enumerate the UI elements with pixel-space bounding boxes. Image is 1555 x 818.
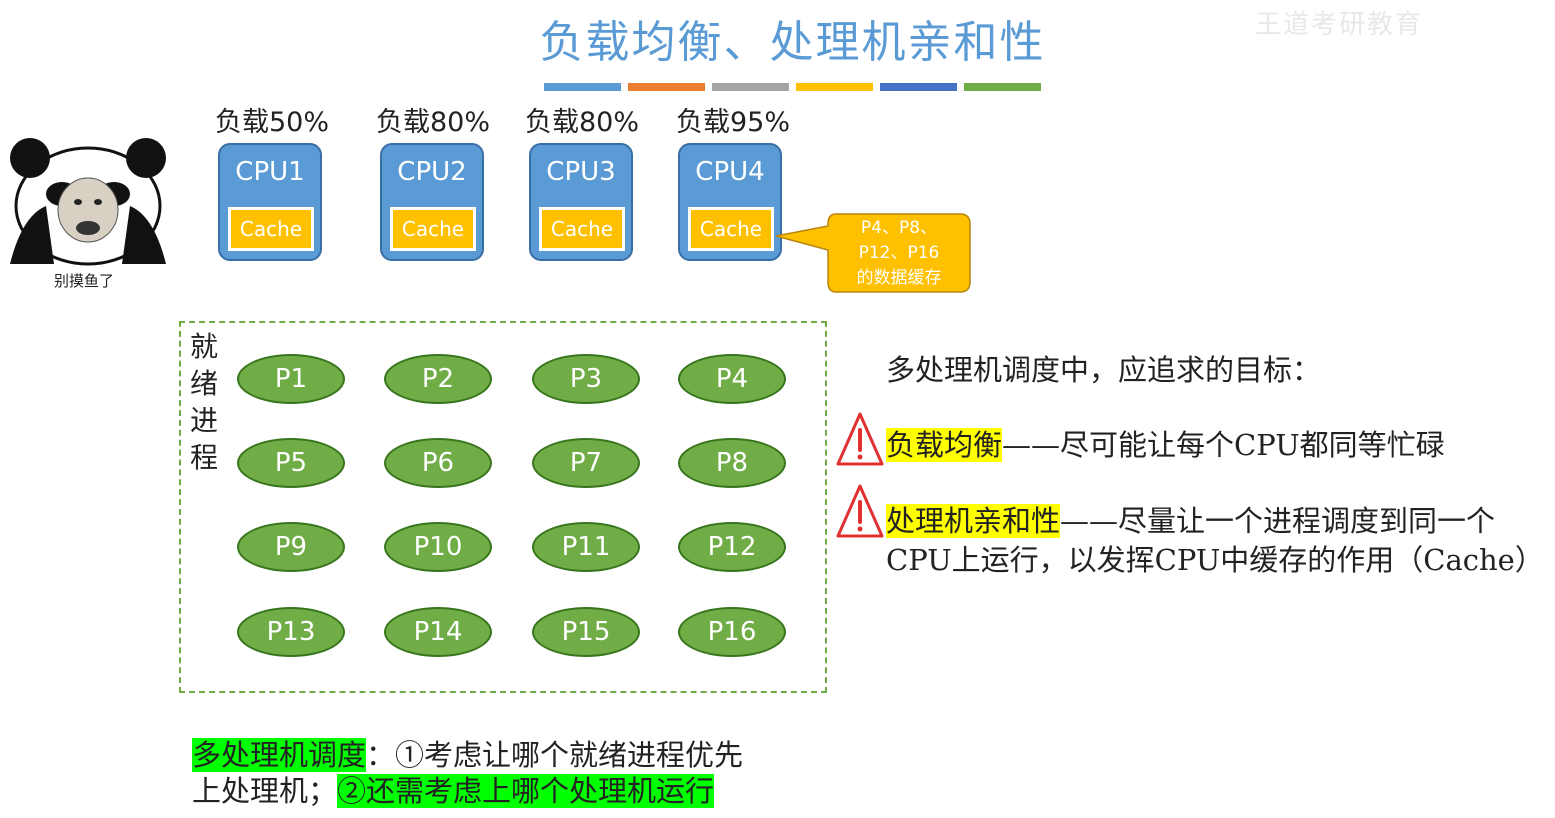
cache-block: Cache [688, 207, 774, 251]
affinity-term: 处理机亲和性 [886, 504, 1061, 538]
warning-icon [836, 412, 884, 466]
cpu-name: CPU3 [546, 157, 616, 187]
process-p16: P16 [678, 607, 786, 657]
color-bar-segment [544, 83, 621, 91]
page-title: 负载均衡、处理机亲和性 [539, 17, 1046, 68]
process-p14: P14 [384, 607, 492, 657]
cpu4-box: CPU4 Cache [678, 143, 782, 261]
ready-queue-label: 就 绪 进 程 [190, 328, 220, 476]
goals-heading: 多处理机调度中，应追求的目标： [886, 353, 1322, 387]
process-p2: P2 [384, 354, 492, 404]
cache-block: Cache [228, 207, 314, 251]
ready-label-char: 进 [190, 404, 219, 437]
watermark: 王道考研教育 [1255, 10, 1424, 40]
multiprocessor-scheduling-term: 多处理机调度 [192, 738, 367, 772]
process-p6: P6 [384, 438, 492, 488]
mascot-caption: 别摸鱼了 [54, 272, 115, 290]
load-balance-desc: ——尽可能让每个CPU都同等忙碌 [1002, 428, 1445, 462]
bottom-note-text: ：①考虑让哪个就绪进程优先 [366, 738, 744, 772]
warning-icon [836, 484, 884, 538]
bottom-note-highlight: ②还需考虑上哪个处理机运行 [337, 774, 715, 808]
bottom-note-text: 上处理机； [192, 774, 338, 808]
cache-callout-bubble [775, 213, 971, 293]
process-p11: P11 [532, 522, 640, 572]
ready-label-char: 程 [190, 441, 219, 474]
color-bar-segment [628, 83, 705, 91]
process-p7: P7 [532, 438, 640, 488]
process-p12: P12 [678, 522, 786, 572]
cpu1-box: CPU1 Cache [218, 143, 322, 261]
bottom-note-line2: 上处理机；②还需考虑上哪个处理机运行 [192, 768, 715, 810]
color-bar-segment [964, 83, 1041, 91]
process-p13: P13 [237, 607, 345, 657]
cache-block: Cache [539, 207, 625, 251]
cpu1-load-label: 负载50% [215, 107, 330, 138]
ready-queue-box [179, 321, 827, 693]
callout-line: P4、P8、 [860, 218, 938, 238]
process-p1: P1 [237, 354, 345, 404]
color-bar-segment [796, 83, 873, 91]
panda-meme-icon [10, 138, 166, 266]
ready-label-char: 绪 [190, 367, 219, 400]
callout-line: 的数据缓存 [856, 268, 942, 288]
process-p3: P3 [532, 354, 640, 404]
process-p9: P9 [237, 522, 345, 572]
process-p4: P4 [678, 354, 786, 404]
load-balance-term: 负载均衡 [886, 428, 1003, 462]
color-bar-segment [712, 83, 789, 91]
cache-callout-text: P4、P8、 P12、P16 的数据缓存 [830, 216, 968, 291]
cpu3-load-label: 负载80% [525, 107, 640, 138]
goal-load-balance: 负载均衡——尽可能让每个CPU都同等忙碌 [886, 422, 1445, 464]
affinity-desc-continued: CPU上运行，以发挥CPU中缓存的作用（Cache） [886, 543, 1544, 577]
process-p15: P15 [532, 607, 640, 657]
goal-affinity: 处理机亲和性——尽量让一个进程调度到同一个 [886, 498, 1495, 540]
color-bar-segment [880, 83, 957, 91]
callout-line: P12、P16 [858, 243, 940, 263]
process-p8: P8 [678, 438, 786, 488]
affinity-desc: ——尽量让一个进程调度到同一个 [1060, 504, 1496, 538]
cpu-name: CPU4 [695, 157, 765, 187]
cpu4-load-label: 负载95% [676, 107, 791, 138]
cpu2-load-label: 负载80% [376, 107, 491, 138]
cpu-name: CPU1 [235, 157, 305, 187]
cpu-name: CPU2 [397, 157, 467, 187]
bottom-note-line1: 多处理机调度：①考虑让哪个就绪进程优先 [192, 732, 743, 774]
ready-label-char: 就 [190, 330, 219, 363]
cpu2-box: CPU2 Cache [380, 143, 484, 261]
cpu3-box: CPU3 Cache [529, 143, 633, 261]
cache-block: Cache [390, 207, 476, 251]
process-p5: P5 [237, 438, 345, 488]
process-p10: P10 [384, 522, 492, 572]
